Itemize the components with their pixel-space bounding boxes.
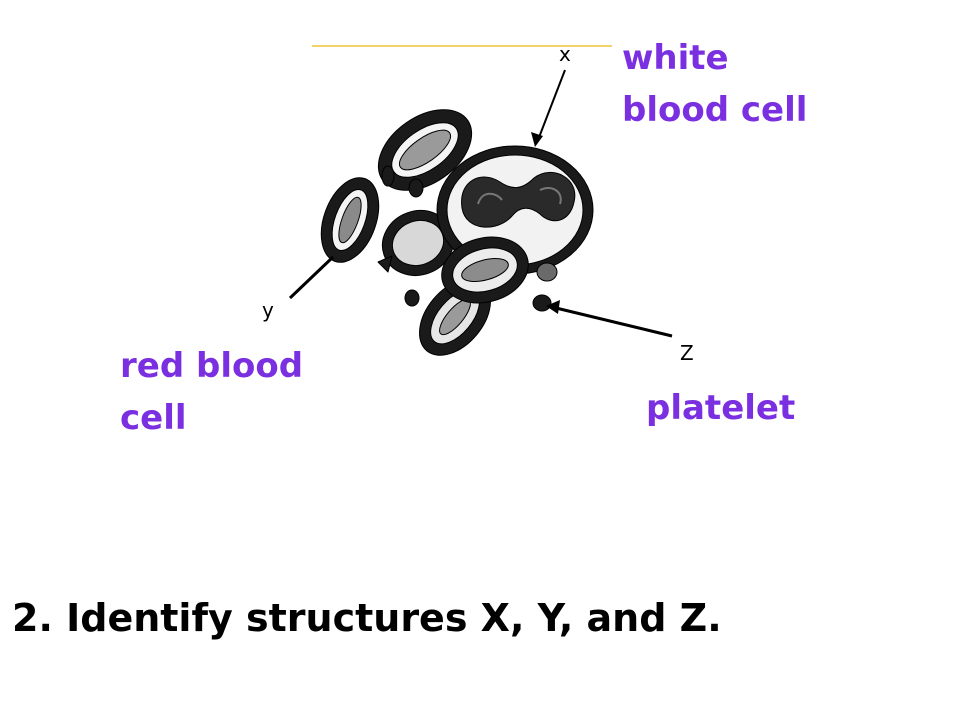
red-blood-cell-left: [320, 177, 380, 263]
z-pointer-line: [555, 306, 673, 338]
label-x: x: [559, 42, 571, 66]
red-blood-cell-lower-right: [441, 236, 529, 304]
platelet-fragment: [532, 294, 552, 312]
answer-platelet: platelet: [646, 388, 796, 428]
answer-red-line1: red blood: [120, 346, 304, 386]
platelet-fragment: [381, 165, 395, 187]
cell-cluster-illustration: [320, 109, 594, 356]
platelet-fragment: [536, 262, 558, 282]
white-cell-nucleus: [461, 172, 576, 228]
question-text: 2. Identify structures X, Y, and Z.: [12, 596, 722, 640]
z-arrowhead: [546, 300, 560, 314]
platelet-fragment: [404, 289, 420, 307]
answer-white-line1: white: [622, 38, 729, 78]
label-y: y: [262, 298, 274, 322]
platelets: [377, 165, 558, 312]
answer-white-line2: blood cell: [622, 90, 808, 130]
platelet-fragment: [408, 178, 424, 198]
white-blood-cell: [436, 145, 594, 275]
x-pointer-line: [537, 69, 566, 141]
answer-white-blood-cell: white blood cell: [622, 32, 807, 136]
y-pointer-line: [288, 255, 335, 300]
label-z: Z: [680, 341, 694, 365]
platelet-fragment: [377, 255, 393, 273]
x-arrowhead: [531, 132, 543, 147]
answer-red-blood-cell: red blood cell: [120, 340, 303, 444]
answer-red-line2: cell: [120, 398, 187, 438]
red-blood-cell-middle: [381, 210, 455, 276]
